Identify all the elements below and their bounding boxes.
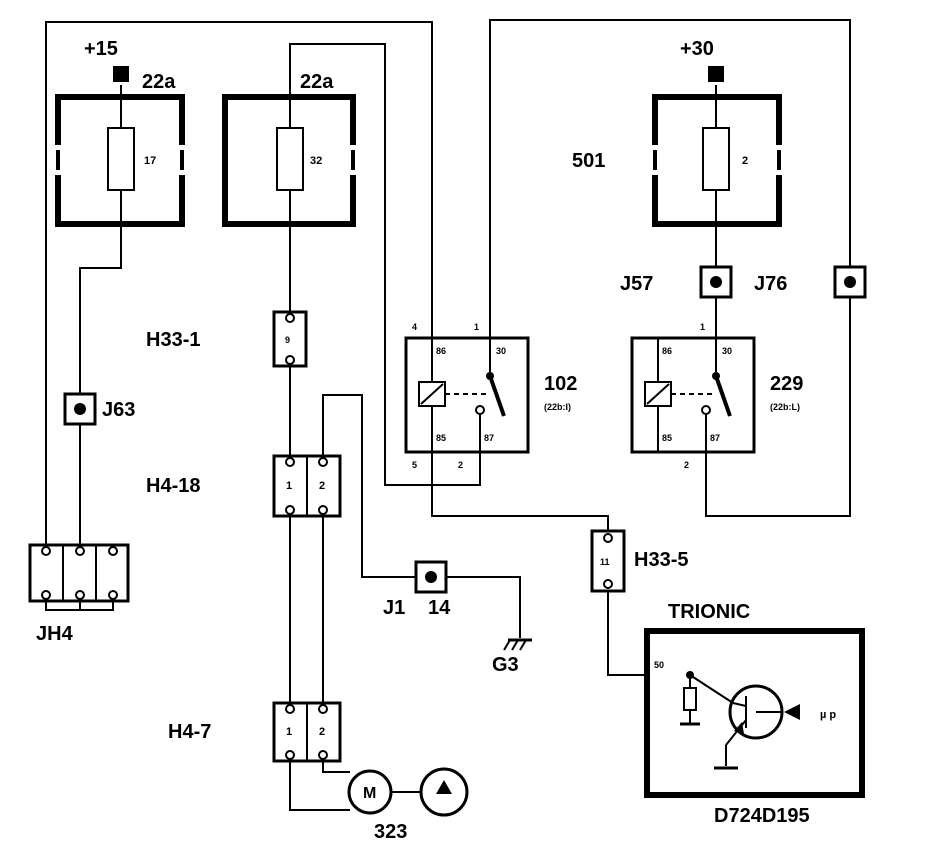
wire-relay102-pin85-to-h33-5 (431, 452, 609, 533)
junction-j1: J1 14 (383, 560, 451, 619)
wires (45, 19, 851, 811)
h4-18-pin2: 2 (319, 480, 325, 492)
ecu-pullup-resistor (683, 687, 697, 711)
junction-j57: J57 (620, 265, 733, 299)
j63-label: J63 (102, 399, 135, 421)
jh4-label: JH4 (36, 623, 74, 645)
relay-229-pin87: 87 (710, 433, 720, 443)
junction-j76: J76 (754, 265, 867, 299)
relay-229-pin85: 85 (662, 433, 672, 443)
junction-j63: J63 (63, 392, 135, 426)
wire-jh4-to-relay102-pin4 (45, 21, 433, 545)
fuse-2-element (702, 127, 730, 191)
relay-102-pin86: 86 (436, 346, 446, 356)
motor-letter: M (363, 785, 376, 802)
wire-h4-7-pin1-to-motor (289, 755, 350, 811)
relay-102-pin30: 30 (496, 346, 506, 356)
relay-102-pin87: 87 (484, 433, 494, 443)
ecu-micro: µ p (820, 709, 836, 721)
wire-j1-to-g3 (444, 576, 521, 638)
connector-h4-18: 1 2 H4-18 (146, 454, 342, 518)
relay-229-pin2: 2 (684, 460, 689, 470)
ecu-pin-50: 50 (654, 660, 664, 670)
wire-h4-18-pin2-to-j1 (322, 394, 418, 578)
relay-102: 4 1 86 30 85 87 5 2 102 (22b:I) (404, 322, 577, 470)
h33-5-pin: 11 (600, 557, 610, 567)
h4-7-pin2: 2 (319, 726, 325, 738)
h33-1-label: H33-1 (146, 329, 200, 351)
h4-7-pin1: 1 (286, 726, 292, 738)
relay-102-id: 102 (544, 373, 577, 395)
plus15-label: +15 (84, 38, 118, 60)
h33-1-pin: 9 (285, 335, 290, 345)
j76-label: J76 (754, 273, 787, 295)
relay-229-id: 229 (770, 373, 803, 395)
wire-relay229-pin87-to-j76 (705, 298, 851, 517)
supply-plus30: +30 (680, 38, 724, 82)
fuse-17-number: 17 (144, 155, 156, 167)
fuse-17-element (107, 127, 135, 191)
ecu-code: D724D195 (714, 805, 810, 827)
fuse-32-element (276, 127, 304, 191)
ground-g3: G3 (492, 638, 532, 676)
fuse-32-number: 32 (310, 155, 322, 167)
relay-102-pin4: 4 (412, 322, 417, 332)
fuse-block-32: 32 22a (222, 71, 357, 227)
fuse-block-17: 17 22a (54, 71, 186, 227)
relay-102-pin2: 2 (458, 460, 463, 470)
relay-229: 1 86 30 85 87 2 229 (22b:L) (630, 322, 803, 470)
relay-229-pin1: 1 (700, 322, 705, 332)
h4-18-label: H4-18 (146, 475, 200, 497)
relay-229-sub: (22b:L) (770, 402, 800, 412)
relay-102-sub: (22b:I) (544, 402, 571, 412)
fuse-32-block-label: 22a (300, 71, 334, 93)
g3-label: G3 (492, 654, 519, 676)
fuse-17-block-label: 22a (142, 71, 176, 93)
pump-id: 323 (374, 821, 407, 843)
h4-7-label: H4-7 (168, 721, 211, 743)
fuel-pump-323: M 323 (347, 767, 469, 843)
relay-229-pin30: 30 (722, 346, 732, 356)
h4-18-pin1: 1 (286, 480, 292, 492)
j1-number: 14 (428, 597, 451, 619)
wire-fuse32-to-relay102-pin87 (289, 43, 481, 486)
h33-5-label: H33-5 (634, 549, 688, 571)
connector-jh4: JH4 (28, 543, 130, 645)
relay-102-pin5: 5 (412, 460, 417, 470)
fuse-501-block-label: 501 (572, 150, 605, 172)
fuse-block-501: 2 501 (572, 85, 783, 227)
ecu-title: TRIONIC (668, 601, 750, 623)
ecu-trionic: TRIONIC 50 µ p D724D195 (644, 601, 865, 827)
wire-relay102-pin1-to-j76 (489, 19, 851, 338)
relay-102-pin85: 85 (436, 433, 446, 443)
connector-h33-5: 11 H33-5 (590, 529, 688, 593)
j1-label: J1 (383, 597, 405, 619)
fuse-2-number: 2 (742, 155, 748, 167)
connector-h33-1: 9 H33-1 (146, 310, 308, 368)
relay-229-pin86: 86 (662, 346, 672, 356)
connector-h4-7: 1 2 H4-7 (168, 701, 342, 763)
supply-plus15: +15 (84, 38, 129, 82)
relay-102-pin1: 1 (474, 322, 479, 332)
j57-label: J57 (620, 273, 653, 295)
plus30-label: +30 (680, 38, 714, 60)
